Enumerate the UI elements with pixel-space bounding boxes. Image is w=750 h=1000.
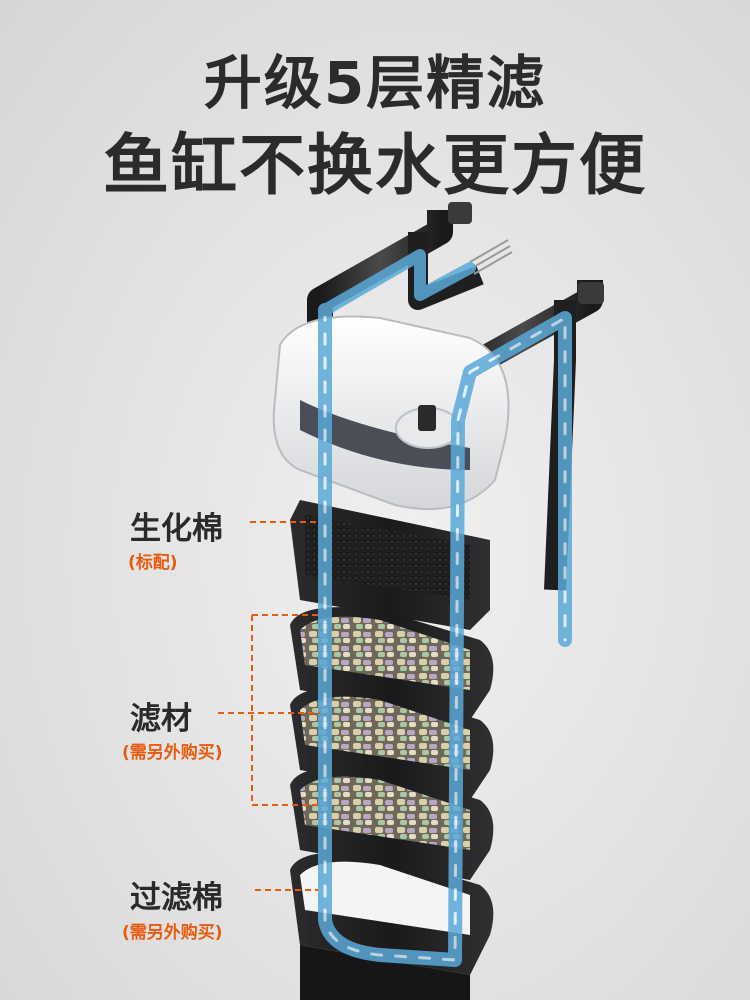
callout-filter-cotton-note: (需另外购买): [122, 923, 223, 943]
water-flow: [318, 249, 572, 967]
callout-filter-media-label: 滤材: [130, 701, 192, 737]
headline-line-1: 升级5层精滤: [203, 49, 547, 117]
callout-leaders: [218, 521, 320, 891]
pipe-cap: [448, 202, 472, 224]
filter-trays: [290, 500, 494, 1000]
pipe-cap: [578, 282, 604, 304]
headline-line-2: 鱼缸不换水更方便: [103, 127, 647, 204]
callout-filter-cotton-label: 过滤棉: [130, 880, 223, 916]
callout-biochem-sponge-note: (标配): [128, 553, 178, 573]
callout-biochem-sponge-label: 生化棉: [130, 511, 223, 547]
callout-filter-media-note: (需另外购买): [122, 743, 223, 763]
